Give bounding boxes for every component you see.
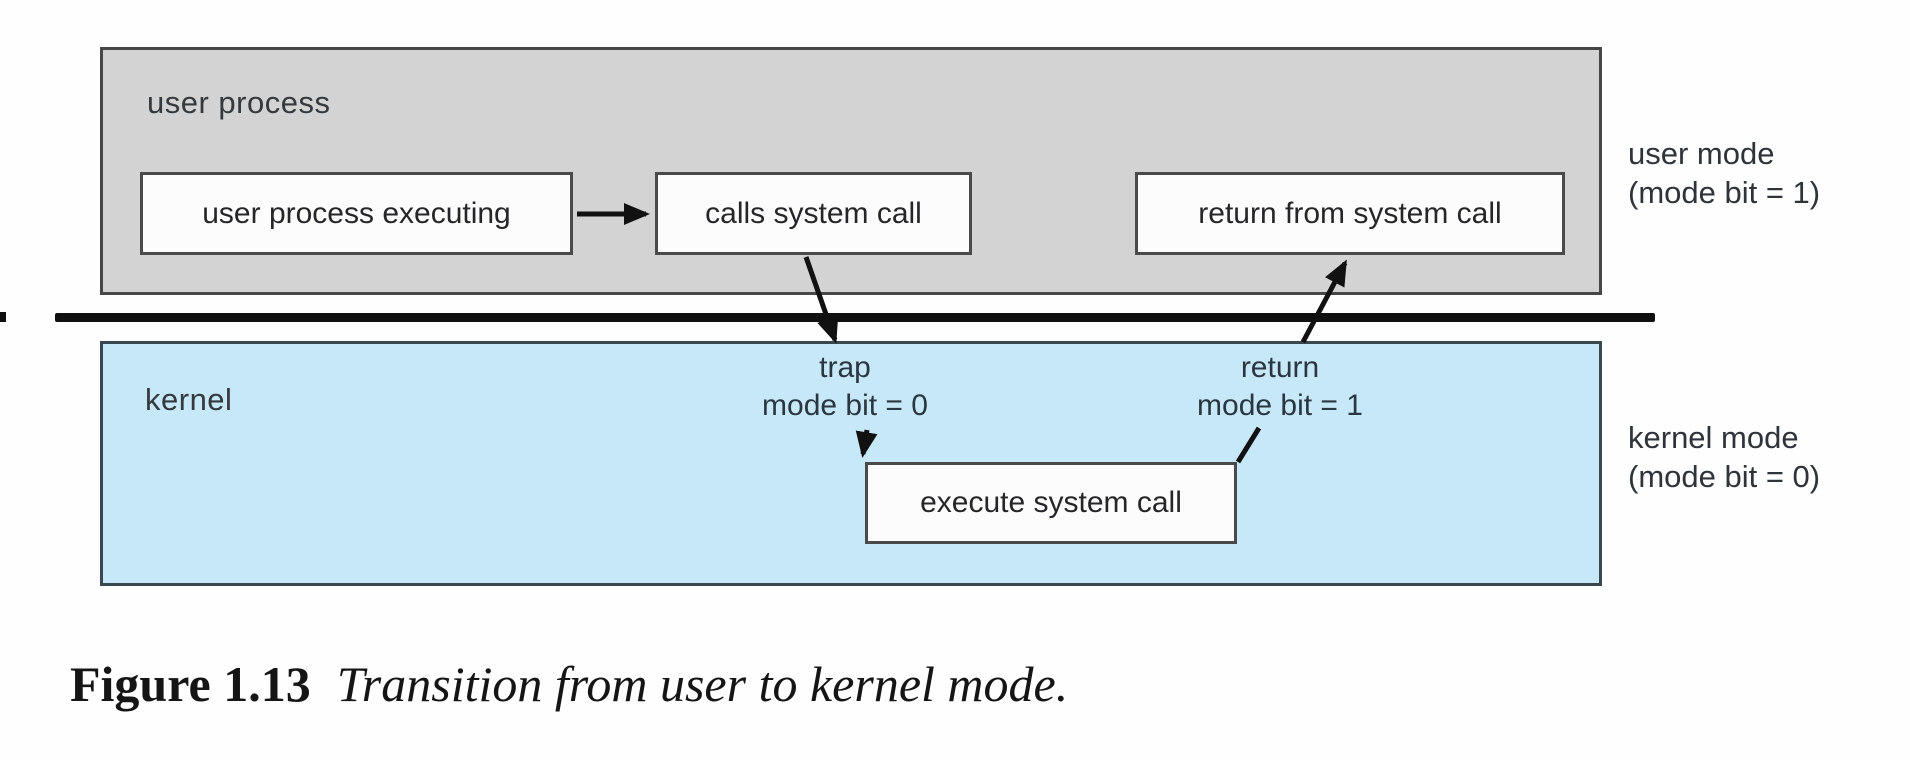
box-user-process-executing: user process executing [140, 172, 573, 255]
return-label-line1: return [1240, 351, 1320, 384]
kernel-region: kernel [100, 341, 1602, 586]
box-calls-system-call: calls system call [655, 172, 972, 255]
kernel-mode-label: kernel mode (mode bit = 0) [1628, 418, 1908, 496]
return-label: return mode bit = 1 [1120, 349, 1440, 425]
kernel-region-title: kernel [145, 382, 233, 417]
trap-label-line1: trap [819, 351, 871, 384]
return-label-line2: mode bit = 1 [1197, 389, 1363, 422]
trap-label-line2: mode bit = 0 [762, 389, 928, 422]
kernel-mode-line2: (mode bit = 0) [1628, 459, 1821, 494]
figure-caption-number: Figure 1.13 [70, 656, 311, 712]
user-mode-line2: (mode bit = 1) [1628, 175, 1821, 210]
kernel-mode-line1: kernel mode [1628, 420, 1799, 455]
figure-caption: Figure 1.13 Transition from user to kerne… [70, 655, 1068, 713]
arrow-calls-to-trap [803, 256, 839, 344]
user-mode-label: user mode (mode bit = 1) [1628, 134, 1908, 212]
user-mode-line1: user mode [1628, 136, 1775, 171]
separator-edge-artifact [0, 312, 6, 322]
user-region-title: user process [147, 85, 331, 120]
mode-separator-line [55, 313, 1655, 322]
box-execute-system-call: execute system call [865, 462, 1237, 544]
trap-label: trap mode bit = 0 [685, 349, 1005, 425]
arrow-execute-to-return-lower [1235, 426, 1262, 464]
arrow-return-to-returnbox [1300, 259, 1348, 344]
figure-caption-text: Transition from user to kernel mode. [336, 656, 1069, 712]
box-return-from-system-call: return from system call [1135, 172, 1565, 255]
arrow-trap-to-execute [855, 429, 878, 458]
